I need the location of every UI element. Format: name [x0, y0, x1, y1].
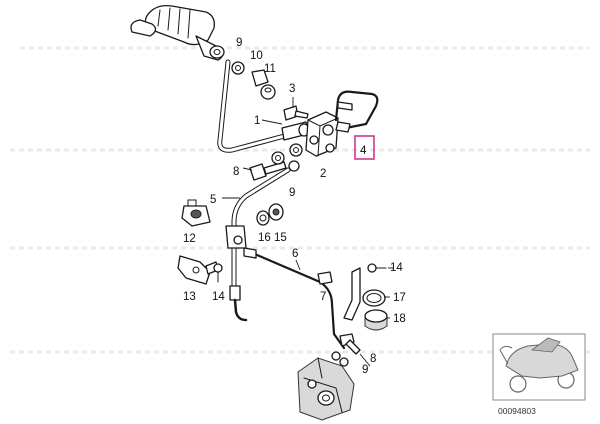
part-14-screw-left	[213, 263, 223, 283]
callout-labels: 9 10 11 3 1 4 8 2 9 5 12 16 15 6 14 13 1…	[183, 37, 406, 376]
motorcycle-icon	[499, 337, 579, 393]
part-6-brake-line	[243, 247, 346, 350]
callout-18: 18	[393, 313, 406, 325]
callout-16: 16	[258, 232, 271, 244]
callout-3: 3	[289, 83, 295, 95]
part-8-banjo-bolt-lower	[339, 333, 361, 355]
highlighted-part-box	[354, 135, 375, 160]
motorcycle-thumbnail: 00094803	[492, 333, 586, 416]
callout-12: 12	[183, 233, 196, 245]
part-18-cap	[364, 309, 388, 331]
callout-15: 15	[274, 232, 287, 244]
handlebar-grip-part	[130, 4, 224, 61]
callout-6: 6	[292, 248, 298, 260]
part-16-washer	[256, 210, 270, 226]
part-15-grommet	[268, 203, 284, 221]
callout-9c: 9	[362, 364, 368, 376]
part-9-washer-top	[209, 45, 225, 59]
part-5-front-brake-hose	[225, 167, 291, 322]
callout-8a: 8	[233, 166, 239, 178]
part-11-bolt	[251, 69, 276, 100]
callout-10: 10	[250, 50, 263, 62]
part-17-ring	[362, 289, 386, 307]
part-10-washer	[231, 61, 245, 75]
watermark-bands	[10, 46, 590, 354]
callout-14b: 14	[212, 291, 225, 303]
reference-code: 00094803	[498, 406, 536, 416]
callout-9b: 9	[289, 187, 295, 199]
callout-7: 7	[320, 291, 326, 303]
callout-13: 13	[183, 291, 196, 303]
part-9-washers-lower	[331, 351, 349, 367]
brake-caliper-part	[297, 357, 355, 421]
part-3-bleed-screw	[283, 105, 309, 121]
part-9-washers-middle	[271, 143, 303, 172]
callout-11: 11	[264, 63, 276, 75]
callout-14a: 14	[390, 262, 403, 274]
leader-lines	[222, 97, 394, 367]
callout-8b: 8	[370, 353, 376, 365]
part-14-screw-right	[367, 263, 387, 273]
part-7-bracket	[343, 267, 361, 321]
callout-1: 1	[254, 115, 260, 127]
part-13-bracket	[177, 255, 219, 285]
callout-5: 5	[210, 194, 216, 206]
callout-2: 2	[320, 168, 326, 180]
part-12-clip	[181, 199, 211, 227]
callout-4: 4	[360, 145, 367, 157]
callout-17: 17	[393, 292, 406, 304]
callout-9a: 9	[236, 37, 242, 49]
part-4-brake-pipe	[334, 90, 379, 133]
part-2-distributor-block	[305, 111, 339, 157]
